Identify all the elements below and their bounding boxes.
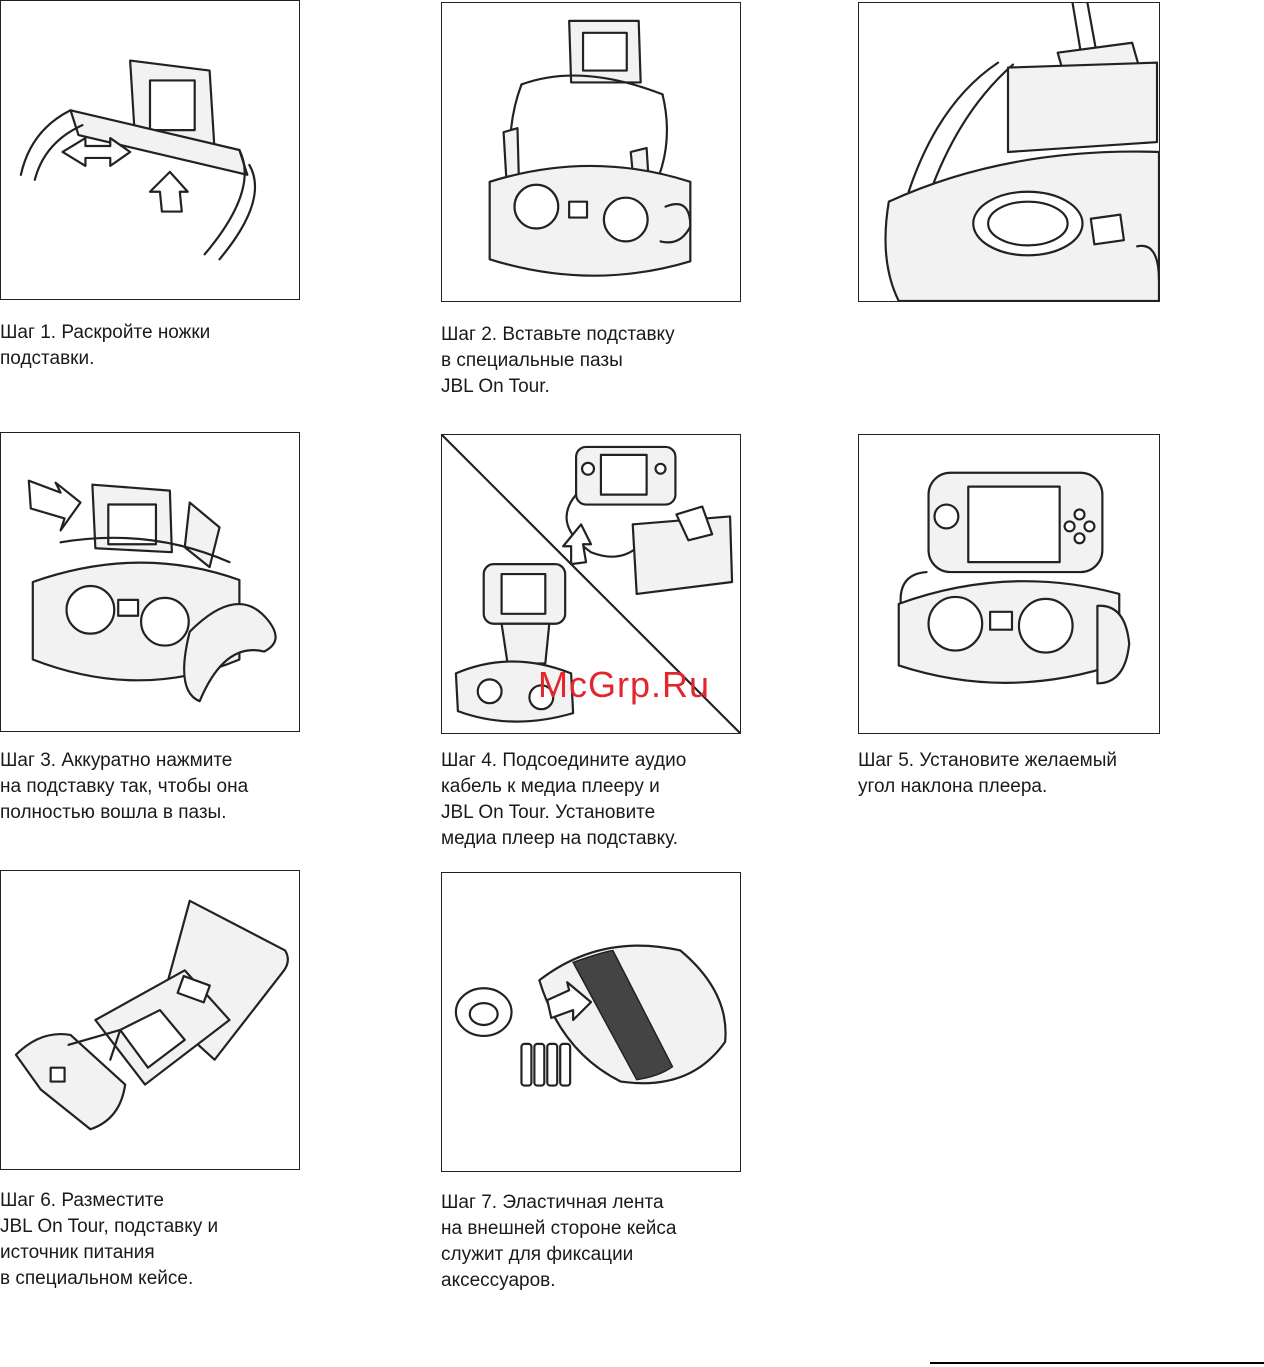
caption-line: источник питания — [0, 1242, 155, 1263]
step-6-illustration — [0, 870, 300, 1170]
caption-line: JBL On Tour. — [441, 376, 550, 397]
caption-line: кабель к медиа плееру и — [441, 776, 660, 797]
caption-line: медиа плеер на подставку. — [441, 828, 679, 849]
step-4-illustration — [441, 434, 741, 734]
caption-line: Шаг 7. Эластичная лента — [441, 1192, 664, 1213]
caption-line: угол наклона плеера. — [858, 776, 1048, 797]
step-5-caption: Шаг 5. Установите желаемый угол наклона … — [858, 748, 1178, 800]
adjust-player-angle-icon — [897, 471, 1131, 685]
caption-line: Шаг 4. Подсоедините аудио — [441, 750, 687, 771]
insert-stand-into-slots-icon — [488, 19, 692, 277]
caption-line: подставки. — [0, 348, 95, 369]
step-7-caption: Шаг 7. Эластичная лента на внешней сторо… — [441, 1190, 761, 1294]
caption-line: на подставку так, чтобы она — [0, 776, 249, 797]
caption-line: в специальном кейсе. — [0, 1268, 194, 1289]
caption-line: JBL On Tour, подставку и — [0, 1216, 219, 1237]
caption-line: Шаг 6. Разместите — [0, 1190, 164, 1211]
step-3-illustration — [0, 432, 300, 732]
caption-line: Шаг 1. Раскройте ножки — [0, 322, 211, 343]
step-1-illustration — [0, 0, 300, 300]
caption-line: полностью вошла в пазы. — [0, 802, 227, 823]
connect-audio-cable-icon — [442, 435, 740, 733]
stand-slot-closeup-icon — [884, 3, 1159, 301]
step-3-caption: Шаг 3. Аккуратно нажмите на подставку та… — [0, 748, 320, 826]
step-7-illustration — [441, 872, 741, 1172]
caption-line: Шаг 5. Установите желаемый — [858, 750, 1117, 771]
caption-line: на внешней стороне кейса — [441, 1218, 677, 1239]
caption-line: Шаг 2. Вставьте подставку — [441, 324, 675, 345]
step-3-closeup-illustration — [858, 2, 1160, 302]
step-1-caption: Шаг 1. Раскройте ножки подставки. — [0, 320, 320, 372]
open-stand-legs-icon — [19, 59, 257, 261]
step-5-illustration — [858, 434, 1160, 734]
caption-line: аксессуаров. — [441, 1270, 556, 1291]
caption-line: в специальные пазы — [441, 350, 623, 371]
step-2-illustration — [441, 2, 741, 302]
step-2-caption: Шаг 2. Вставьте подставку в специальные … — [441, 322, 761, 400]
caption-line: служит для фиксации — [441, 1244, 634, 1265]
caption-line: Шаг 3. Аккуратно нажмите — [0, 750, 233, 771]
press-stand-into-slots-icon — [27, 479, 277, 703]
pack-in-case-icon — [14, 899, 289, 1131]
step-6-caption: Шаг 6. Разместите JBL On Tour, подставку… — [0, 1188, 320, 1292]
step-4-caption: Шаг 4. Подсоедините аудио кабель к медиа… — [441, 748, 761, 852]
footer-divider — [930, 1362, 1264, 1364]
watermark: McGrp.Ru — [538, 664, 711, 705]
case-elastic-band-icon — [454, 944, 727, 1087]
caption-line: JBL On Tour. Установите — [441, 802, 656, 823]
